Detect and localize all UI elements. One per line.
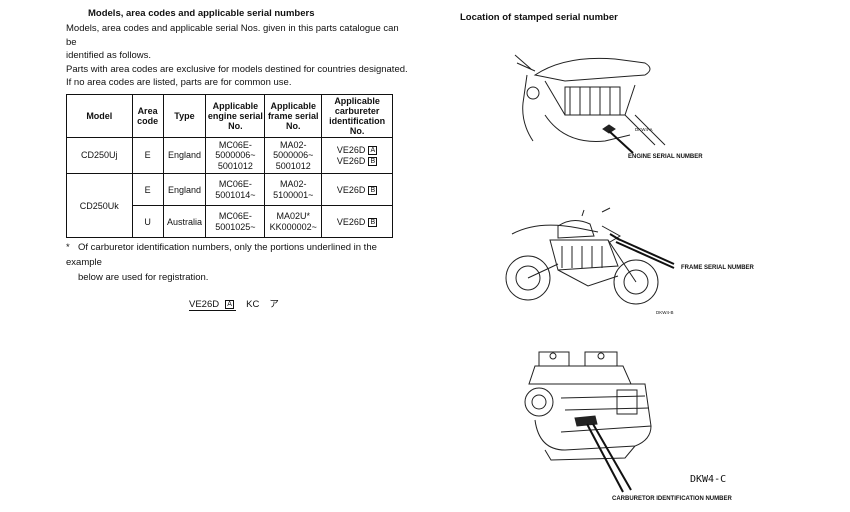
frame-serial-line: 5000006~ bbox=[273, 150, 314, 161]
cell-model: CD250Uk bbox=[66, 173, 133, 239]
serial-numbers-section: Models, area codes and applicable serial… bbox=[66, 8, 411, 312]
engine-serial-line: 5000006~ bbox=[215, 150, 256, 161]
figure-code: DKW4-A bbox=[635, 127, 653, 132]
table-row: CD250Uj E England MC06E- 5000006~ 500101… bbox=[66, 136, 393, 175]
frame-serial-line: MA02U* bbox=[276, 211, 310, 222]
cell-type: England bbox=[162, 173, 207, 207]
example-kana: ア bbox=[269, 299, 279, 311]
carb-box-letter: A bbox=[368, 146, 378, 156]
engine-serial-line: 5001012 bbox=[217, 160, 253, 171]
cell-frame: MA02- 5000006~ 5001012 bbox=[264, 136, 323, 175]
carb-code: VE26D bbox=[336, 216, 366, 227]
location-heading: Location of stamped serial number bbox=[460, 12, 618, 23]
intro-line: Parts with area codes are exclusive for … bbox=[66, 63, 408, 75]
engine-figure: DKW4-A bbox=[505, 45, 705, 165]
col-header-frame: Applicable frame serial No. bbox=[264, 93, 323, 138]
engine-serial-line: 5001025~ bbox=[215, 221, 256, 232]
cell-frame: MA02- 5100001~ bbox=[264, 173, 323, 207]
cell-type: Australia bbox=[162, 205, 207, 239]
col-header-engine: Applicable engine serial No. bbox=[205, 93, 266, 138]
carburetor-id-caption: CARBURETOR IDENTIFICATION NUMBER bbox=[612, 496, 732, 502]
serial-table: Model Area code Type Applicable engine s… bbox=[66, 93, 393, 239]
engine-serial-line: MC06E- bbox=[218, 139, 252, 150]
engine-serial-line: MC06E- bbox=[218, 179, 252, 190]
footnote-text: Of carburetor identification numbers, on… bbox=[66, 242, 377, 269]
frame-serial-line: 5100001~ bbox=[273, 189, 314, 200]
carb-code: VE26D bbox=[336, 155, 366, 166]
cell-area: E bbox=[131, 136, 164, 175]
engine-illustration bbox=[514, 54, 666, 154]
carburetor-figure bbox=[505, 340, 685, 500]
cell-model: CD250Uj bbox=[66, 136, 133, 175]
cell-engine: MC06E- 5001025~ bbox=[205, 205, 266, 239]
table-row: U Australia MC06E- 5001025~ MA02U* KK000… bbox=[67, 205, 393, 239]
intro-line: identified as follows. bbox=[66, 50, 152, 62]
cell-area: U bbox=[131, 205, 164, 239]
cell-frame: MA02U* KK000002~ bbox=[264, 205, 323, 239]
table-header-row: Model Area code Type Applicable engine s… bbox=[66, 93, 393, 138]
engine-serial-line: 5001014~ bbox=[215, 189, 256, 200]
intro-line: If no area codes are listed, parts are f… bbox=[66, 77, 292, 89]
carb-box-letter: B bbox=[368, 185, 378, 195]
motorcycle-illustration bbox=[505, 207, 675, 305]
carb-box-letter: B bbox=[368, 156, 378, 166]
figure-code: DKW4-B bbox=[656, 310, 674, 315]
col-header-carb: Applicable carbureter identification No. bbox=[321, 93, 393, 138]
intro-text: Models, area codes and applicable serial… bbox=[66, 22, 411, 90]
example-underlined-part: VE26D A bbox=[189, 299, 237, 312]
example-code: VE26D bbox=[189, 299, 220, 311]
frame-serial-line: KK000002~ bbox=[269, 221, 317, 232]
footnote: *Of carburetor identification numbers, o… bbox=[66, 240, 411, 285]
footnote-marker: * bbox=[66, 242, 70, 254]
carb-code: VE26D bbox=[336, 184, 366, 195]
col-header-area-code: Area code bbox=[131, 93, 164, 138]
example-box-letter: A bbox=[225, 300, 235, 310]
carb-code: VE26D bbox=[336, 145, 366, 156]
example-kc: KC bbox=[246, 299, 260, 311]
col-header-type: Type bbox=[162, 93, 207, 138]
footnote-line: below are used for registration. bbox=[78, 272, 209, 284]
table-row: CD250Uk E England MC06E- 5001014~ MA02- … bbox=[66, 173, 393, 239]
cell-area: E bbox=[131, 173, 164, 207]
engine-serial-caption: ENGINE SERIAL NUMBER bbox=[628, 154, 703, 160]
registration-example: VE26D A KC ア bbox=[189, 296, 411, 312]
figure-code: DKW4-C bbox=[690, 474, 727, 485]
cell-engine: MC06E- 5000006~ 5001012 bbox=[205, 136, 266, 175]
frame-serial-line: MA02- bbox=[279, 179, 307, 190]
frame-serial-caption: FRAME SERIAL NUMBER bbox=[681, 265, 754, 271]
frame-figure: DKW4-B bbox=[498, 206, 698, 321]
frame-serial-line: MA02- bbox=[279, 139, 307, 150]
frame-serial-line: 5001012 bbox=[275, 160, 311, 171]
carburetor-illustration bbox=[524, 351, 652, 493]
engine-serial-line: MC06E- bbox=[218, 211, 252, 222]
cell-type: England bbox=[162, 136, 207, 175]
carb-box-letter: B bbox=[368, 217, 378, 227]
col-header-model: Model bbox=[66, 93, 133, 138]
footnote-line: *Of carburetor identification numbers, o… bbox=[66, 240, 411, 270]
cell-engine: MC06E- 5001014~ bbox=[205, 173, 266, 207]
section-heading: Models, area codes and applicable serial… bbox=[88, 8, 315, 19]
intro-line: Models, area codes and applicable serial… bbox=[66, 23, 399, 48]
